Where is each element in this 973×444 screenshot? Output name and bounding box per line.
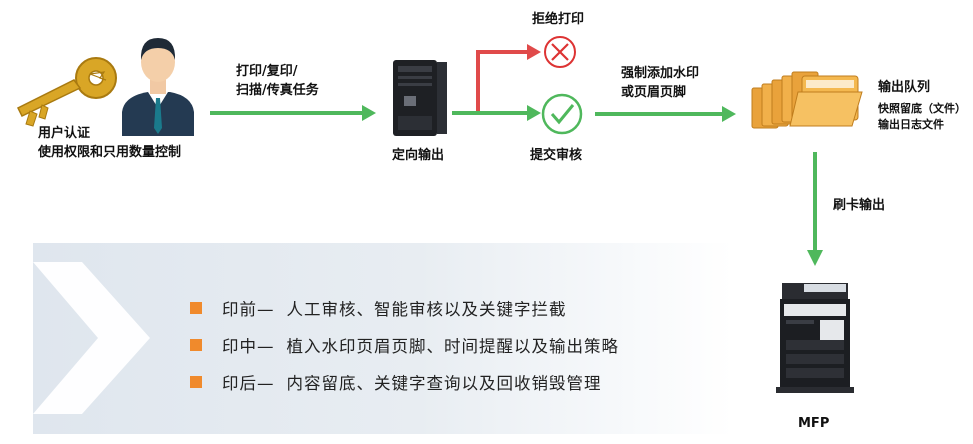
- task-arrow-label: 打印/复印/ 扫描/传真任务: [236, 64, 319, 98]
- user-avatar-icon: [122, 38, 194, 136]
- bullet-square-icon: [190, 338, 202, 351]
- approve-check-icon: [541, 93, 583, 135]
- key-icon: [16, 57, 117, 127]
- reject-flow-arrow: [476, 44, 541, 112]
- approve-flow-arrow: [452, 105, 541, 121]
- feature-phase: 印中—: [222, 336, 275, 356]
- feature-text: 植入水印页眉页脚、时间提醒以及输出策略: [286, 336, 619, 356]
- mfp-printer-icon: [776, 283, 854, 393]
- task-flow-arrow: [210, 105, 376, 121]
- bullet-square-icon: [190, 301, 202, 314]
- card-output-arrow: [807, 152, 823, 266]
- feature-list: 印前— 人工审核、智能审核以及关键字拦截 印中— 植入水印页眉页脚、时间提醒以及…: [190, 289, 619, 400]
- panel-chevron-icon: [33, 262, 150, 414]
- feature-phase: 印后—: [222, 373, 275, 393]
- feature-phase: 印前—: [222, 299, 275, 319]
- feature-item: 印后— 内容留底、关键字查询以及回收销毁管理: [190, 363, 619, 400]
- reject-icon: [544, 36, 576, 68]
- mfp-label: MFP: [798, 416, 830, 431]
- watermark-arrow-label: 强制添加水印 或页眉页脚: [621, 66, 700, 100]
- user-auth-label: 用户认证 使用权限和只用数量控制: [38, 126, 182, 160]
- approve-label: 提交审核: [530, 148, 583, 163]
- feature-panel: [33, 243, 733, 434]
- card-output-label: 刷卡输出: [833, 198, 886, 213]
- server-label: 定向输出: [392, 148, 445, 163]
- feature-item: 印前— 人工审核、智能审核以及关键字拦截: [190, 289, 619, 326]
- reject-label: 拒绝打印: [532, 12, 585, 27]
- queue-details: 快照留底（文件） 输出日志文件: [878, 102, 966, 131]
- server-icon: [393, 60, 447, 136]
- watermark-flow-arrow: [595, 106, 736, 122]
- feature-text: 人工审核、智能审核以及关键字拦截: [286, 299, 567, 319]
- folder-queue-icon: [751, 71, 863, 129]
- queue-title: 输出队列: [878, 80, 931, 95]
- feature-item: 印中— 植入水印页眉页脚、时间提醒以及输出策略: [190, 326, 619, 363]
- feature-text: 内容留底、关键字查询以及回收销毁管理: [286, 373, 602, 393]
- bullet-square-icon: [190, 375, 202, 388]
